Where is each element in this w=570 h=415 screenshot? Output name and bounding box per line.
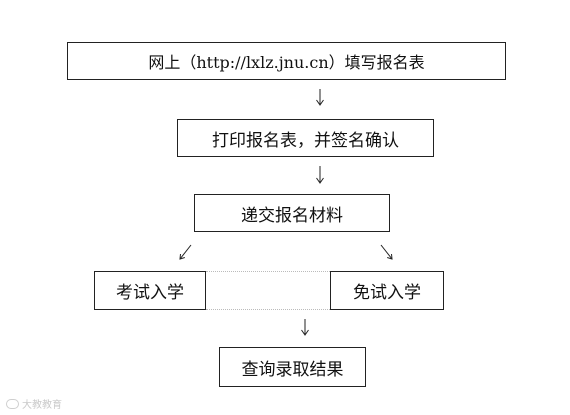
arrow-options-to-result xyxy=(301,319,309,336)
options-connector xyxy=(206,271,330,310)
arrow-submit-to-exam xyxy=(179,244,192,260)
option-exam-admission: 考试入学 xyxy=(94,271,206,310)
watermark-logo-icon xyxy=(6,398,19,409)
step-check-results: 查询录取结果 xyxy=(219,347,366,387)
step-submit-materials: 递交报名材料 xyxy=(194,194,390,232)
arrow-print-to-submit xyxy=(316,166,324,184)
watermark-text: 大教教育 xyxy=(22,400,62,411)
step-print-and-sign: 打印报名表，并签名确认 xyxy=(177,119,434,157)
arrow-submit-to-exempt xyxy=(380,244,393,260)
option-exempt-admission: 免试入学 xyxy=(330,271,444,310)
arrow-online-to-print xyxy=(316,89,324,106)
step-online-registration: 网上（http://lxlz.jnu.cn）填写报名表 xyxy=(67,42,506,80)
watermark: 大教教育 xyxy=(6,396,62,411)
